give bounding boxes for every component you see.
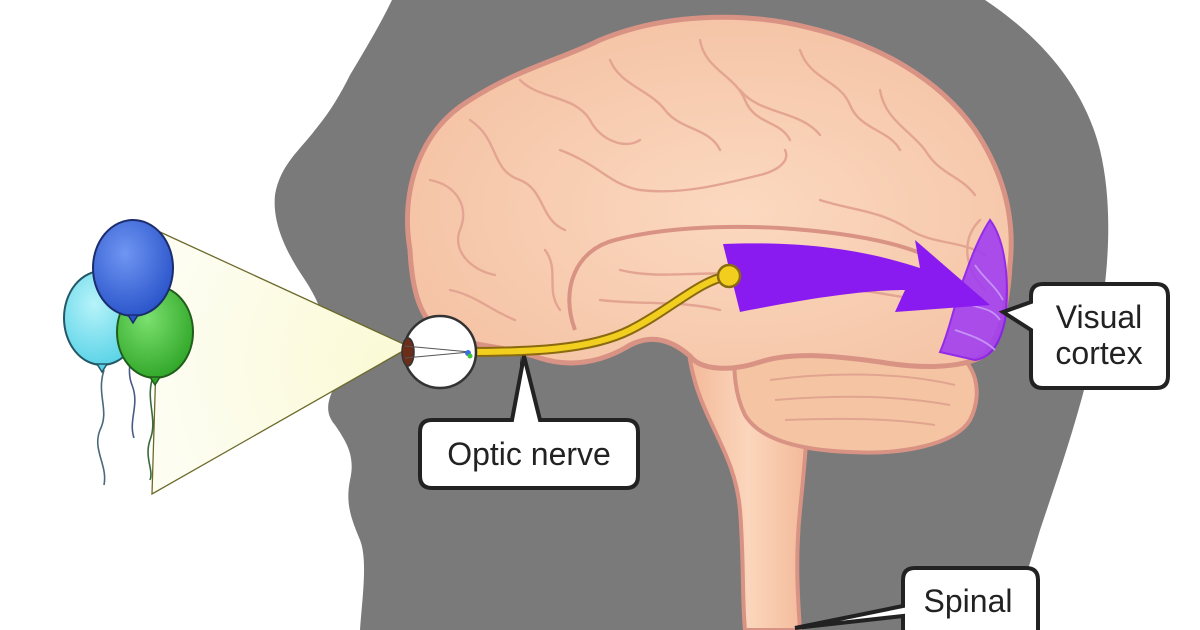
spinal-cord-callout-box [794,566,1040,630]
spinal-cord-callout: Spinal [794,566,1040,630]
visual-cortex-region [938,218,1008,362]
balloon-string-cyan [97,369,106,486]
optic-nerve-path-fill [462,273,731,355]
visual-cortex-label-line1: Visual [1056,299,1143,335]
visual-cortex-callout: Visual cortex [998,282,1170,390]
cerebellum-folds [769,373,956,426]
spinal-cord-label-line1: Spinal [924,583,1013,619]
balloon-blue [92,219,174,325]
eye [401,314,478,390]
optic-nerve-callout-box [418,355,640,490]
visual-cortex-label-line2: cortex [1055,335,1142,371]
visual-pathway-arrow [723,240,990,312]
temporal-lobe [567,224,926,331]
visual-cortex-callout-box [998,282,1170,390]
optic-nerve-label: Optic nerve [447,436,611,472]
lateral-geniculate-node [716,263,742,289]
balloon-string-green [147,379,154,481]
optic-nerve-callout: Optic nerve [418,355,640,490]
